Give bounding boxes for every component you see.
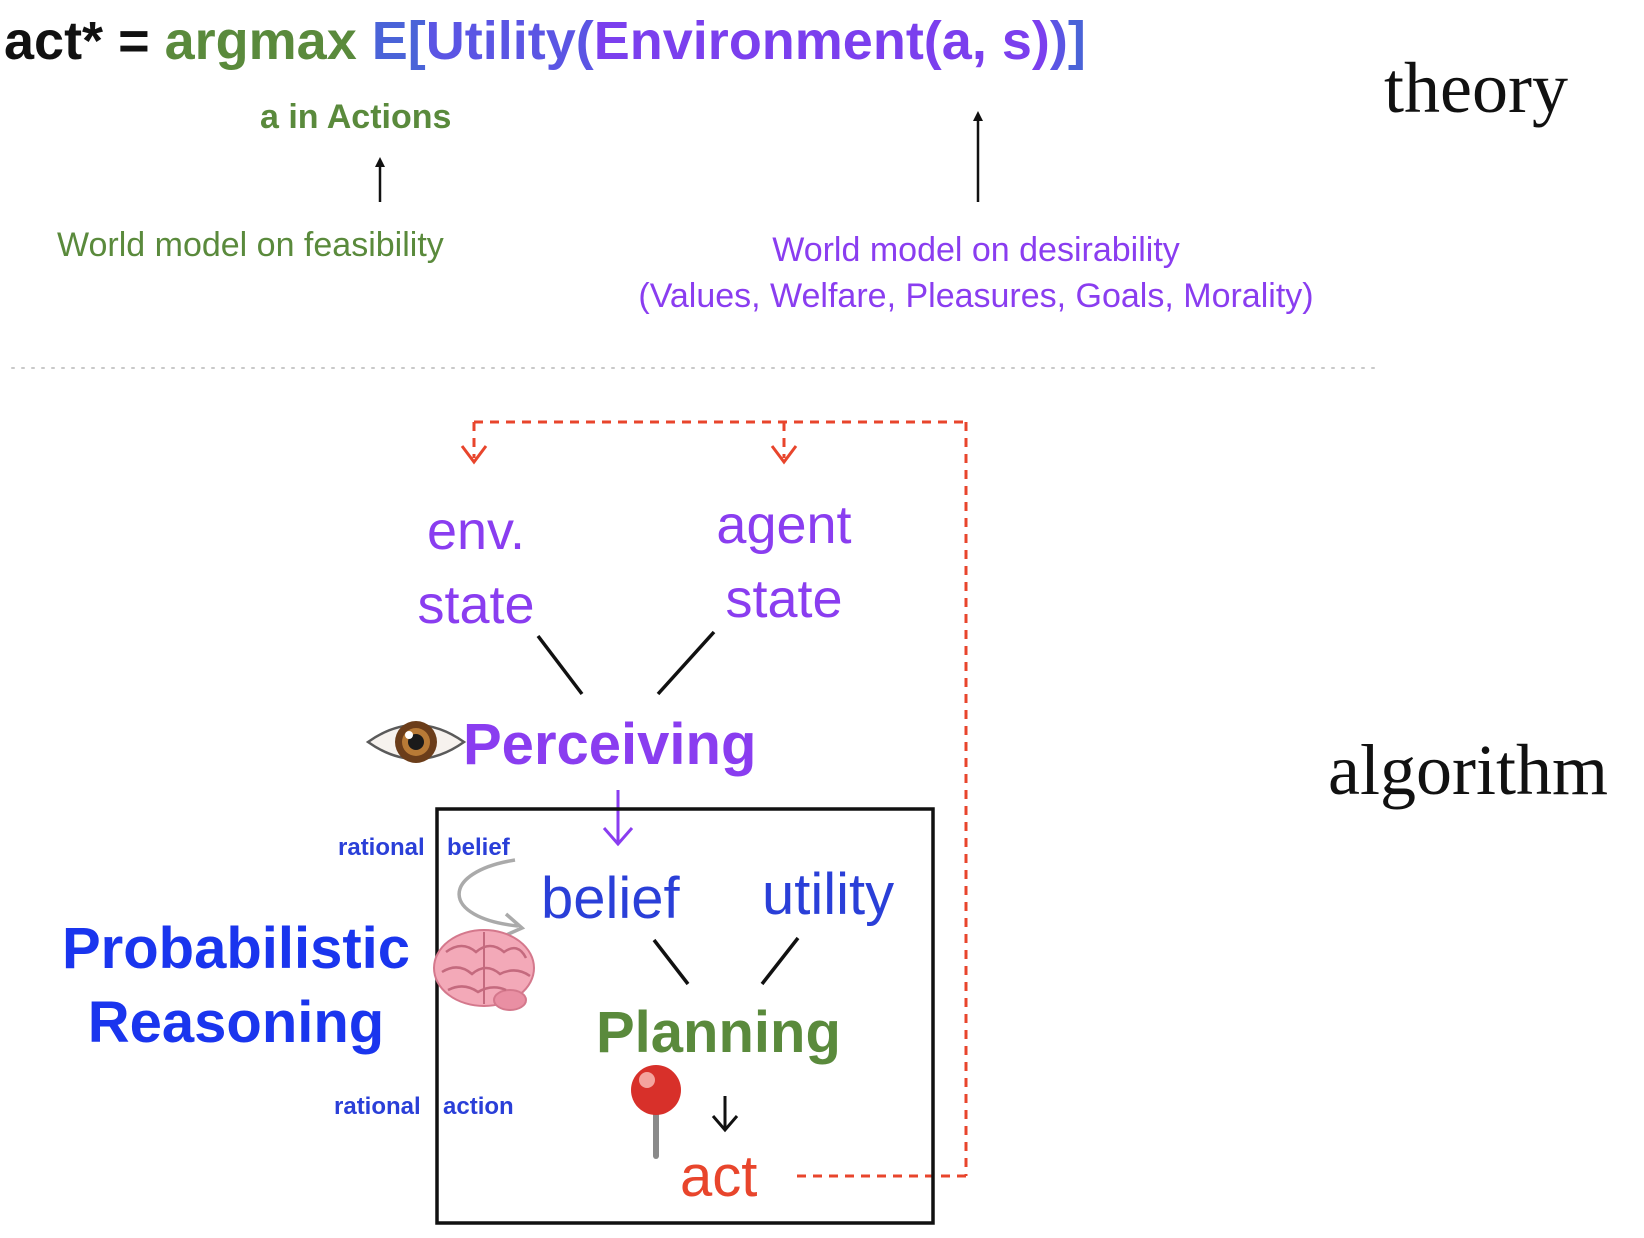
prob-line2: Reasoning [87, 990, 385, 1055]
formula-act: act* = [4, 11, 150, 71]
agent-state-node: agent state [684, 488, 884, 636]
reasoning-box [435, 807, 935, 1225]
theory-label: theory [1384, 48, 1568, 128]
agent-state-edge [656, 630, 716, 696]
belief-loop-arrow [457, 858, 519, 928]
formula-utility-close: ) [1049, 11, 1068, 71]
env-state-line1: env. [426, 501, 526, 561]
prob-line1: Probabilistic [61, 916, 411, 981]
argmax-subscript: a in Actions [260, 98, 452, 136]
rational-belief-b: belief [447, 834, 510, 861]
belief-edge [652, 938, 690, 986]
formula: act* = argmax E[Utility(Environment(a, s… [4, 14, 1086, 68]
formula-expect-open: E[ [371, 11, 426, 71]
env-state-edge [536, 634, 584, 696]
feedback-arrowhead-agent [770, 445, 798, 465]
desirability-line2: (Values, Welfare, Pleasures, Goals, Mora… [638, 277, 1314, 315]
utility-edge [760, 936, 800, 986]
formula-environment: Environment(a, s) [593, 11, 1050, 71]
belief-loop-arrowhead [503, 912, 526, 938]
planning-arrowhead [711, 1115, 739, 1133]
desirability-label: World model on desirability (Values, Wel… [576, 227, 1376, 319]
utility-node: utility [762, 862, 895, 927]
planning-node: Planning [596, 1000, 841, 1065]
act-node: act [680, 1144, 758, 1209]
feedback-arrowhead-env [460, 445, 488, 465]
formula-argmax: argmax [164, 11, 357, 71]
brain-icon [433, 929, 535, 1011]
belief-node: belief [541, 866, 680, 931]
algorithm-label: algorithm [1328, 730, 1608, 810]
desirability-line1: World model on desirability [772, 231, 1180, 269]
feasibility-label: World model on feasibility [57, 226, 444, 264]
perceiving-node: Perceiving [463, 712, 757, 777]
formula-expect-close: ] [1067, 11, 1086, 71]
eye-icon [365, 721, 467, 763]
probabilistic-reasoning-label: Probabilistic Reasoning [46, 912, 426, 1060]
formula-utility-open: Utility( [425, 11, 594, 71]
rational-action-b: action [443, 1093, 514, 1120]
agent-state-line1: agent [716, 495, 852, 555]
agent-state-line2: state [725, 569, 843, 629]
rational-belief-a: rational [338, 834, 425, 861]
rational-action-a: rational [334, 1093, 421, 1120]
env-state-line2: state [417, 575, 535, 635]
env-state-node: env. state [376, 494, 576, 642]
perceiving-arrowhead [602, 827, 634, 847]
feedback-loop [472, 420, 968, 1178]
pushpin-icon [631, 1065, 681, 1159]
